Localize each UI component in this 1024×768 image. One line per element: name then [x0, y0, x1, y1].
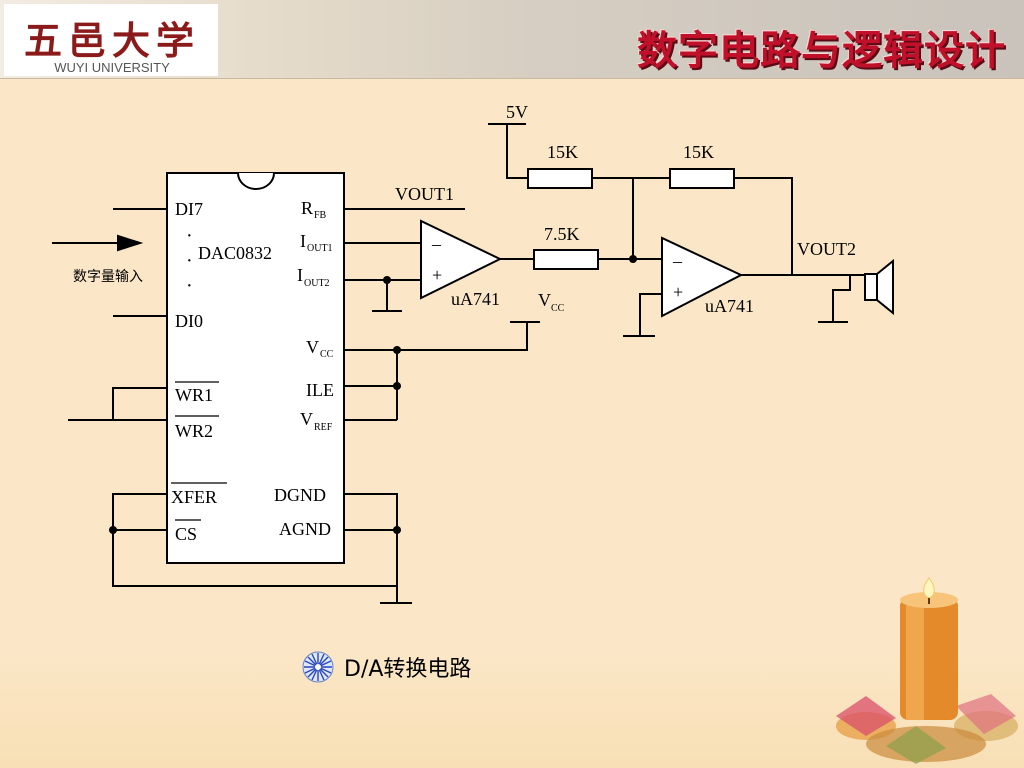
opamp1-minus: –	[431, 234, 442, 254]
logo-english-text: WUYI UNIVERSITY	[54, 60, 170, 75]
starburst-bullet-icon	[302, 651, 334, 683]
resistor-7-5k	[533, 249, 599, 270]
wr-wires	[112, 387, 167, 421]
label-ile: ILE	[306, 380, 334, 400]
label-cs: CS	[175, 524, 197, 544]
opamp1-name: uA741	[451, 289, 500, 309]
label-xfer: XFER	[171, 487, 217, 507]
label-vcc-sub: CC	[551, 303, 565, 314]
slide-title: 数字电路与逻辑设计	[637, 28, 1006, 74]
vcc-wire	[344, 322, 528, 351]
label-vcc-pin-main: V	[306, 337, 319, 357]
label-chip-name: DAC0832	[198, 243, 272, 263]
opamp2-plus: +	[673, 282, 683, 302]
logo-chinese-text: 五邑大学	[23, 18, 200, 63]
label-input: 数字量输入	[73, 269, 143, 285]
label-di0: DI0	[175, 311, 203, 331]
label-dgnd: DGND	[274, 485, 326, 505]
opamp1-triangle	[420, 219, 503, 300]
label-vcc-pin-sub: CC	[320, 349, 334, 360]
label-agnd: AGND	[279, 519, 331, 539]
junction-vcc	[393, 346, 401, 354]
label-di7: DI7	[175, 199, 203, 219]
resistor-15k-2	[669, 168, 735, 189]
caption-text: D/A转换电路	[344, 657, 472, 682]
resistor-15k-1	[527, 168, 593, 189]
label-vout2: VOUT2	[797, 239, 856, 259]
junction-cs	[109, 526, 117, 534]
label-5v: 5V	[506, 102, 528, 122]
label-iout1-main: I	[300, 231, 306, 251]
junction-agnd	[393, 526, 401, 534]
junction-summing-node	[629, 255, 637, 263]
dac-chip-body	[166, 172, 345, 564]
speaker-body	[864, 273, 878, 301]
label-vref-main: V	[300, 409, 313, 429]
opamp2-plus-ground	[639, 293, 662, 336]
opamp2-triangle	[661, 236, 744, 318]
feedback-wire	[734, 177, 793, 275]
speaker-cone	[876, 258, 894, 316]
university-logo: 五邑大学 WUYI UNIVERSITY	[4, 4, 218, 76]
opamp1-plus: +	[432, 265, 442, 285]
xfer-cs-wire	[112, 493, 398, 587]
label-r1: 15K	[547, 142, 578, 162]
chip-notch	[237, 172, 275, 190]
junction-iout2	[383, 276, 391, 284]
label-rfb-main: R	[301, 198, 313, 218]
label-iout1-sub: OUT1	[307, 243, 333, 254]
label-dot-1: ·	[186, 225, 193, 247]
label-iout2-sub: OUT2	[304, 278, 330, 289]
label-dot-3: ·	[186, 275, 193, 297]
label-rfb-sub: FB	[314, 210, 327, 221]
label-r2: 15K	[683, 142, 714, 162]
opamp2-minus: –	[672, 251, 683, 271]
label-wr2: WR2	[175, 421, 213, 441]
label-iout2-main: I	[297, 265, 303, 285]
label-vref-sub: REF	[314, 422, 333, 433]
junction-ile	[393, 382, 401, 390]
label-r3: 7.5K	[544, 224, 580, 244]
speaker-ground-wire	[832, 275, 851, 322]
5v-wire	[506, 124, 528, 179]
label-wr1: WR1	[175, 385, 213, 405]
input-arrow-head	[117, 234, 144, 252]
caption: D/A转换电路	[302, 650, 471, 684]
label-vout1: VOUT1	[395, 184, 454, 204]
label-dot-2: ·	[186, 250, 193, 272]
opamp2-name: uA741	[705, 296, 754, 316]
label-vcc-main: V	[538, 290, 551, 310]
candle-decoration-icon	[836, 577, 1018, 764]
header-banner: 五邑大学 WUYI UNIVERSITY 数字电路与逻辑设计	[0, 0, 1024, 79]
